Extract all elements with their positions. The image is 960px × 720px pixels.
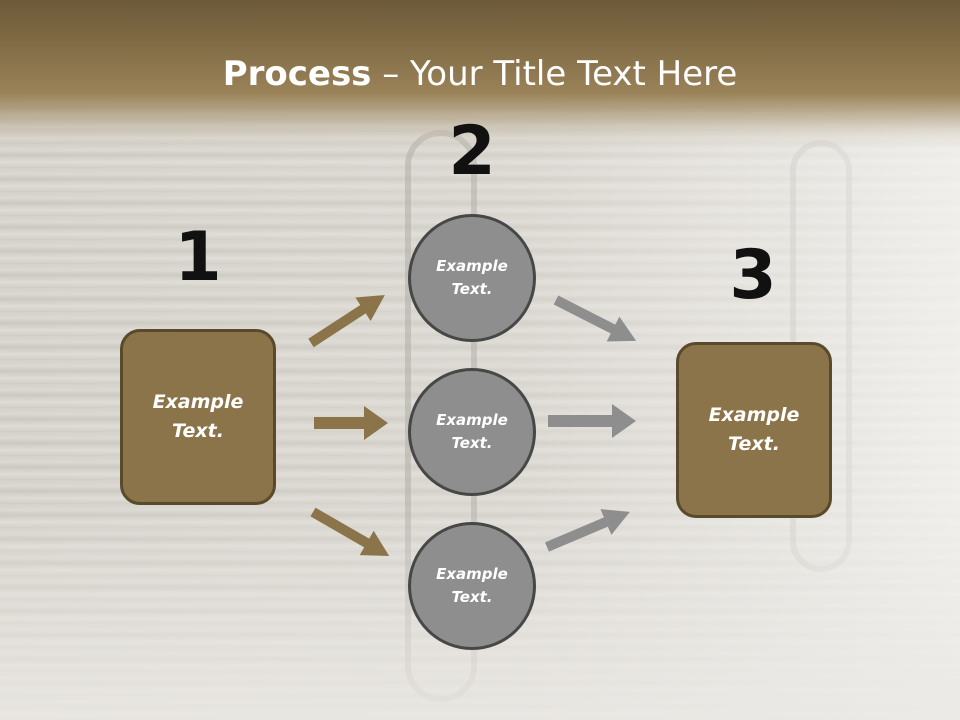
arrow-left-down bbox=[310, 507, 390, 556]
step-number-1: 1 bbox=[174, 218, 222, 297]
title-rest: – Your Title Text Here bbox=[371, 54, 738, 94]
step-3-box-text: Example Text. bbox=[708, 404, 800, 455]
circle-top-text: Example Text. bbox=[436, 257, 508, 298]
step-1-box-text: Example Text. bbox=[152, 391, 244, 442]
arrow-right-down bbox=[545, 509, 630, 552]
step-1-box: Example Text. bbox=[120, 329, 276, 505]
step-2-circle-bottom: Example Text. bbox=[408, 522, 536, 650]
step-3-box: Example Text. bbox=[676, 342, 832, 518]
arrow-right-up bbox=[553, 295, 637, 342]
arrow-left-middle bbox=[314, 406, 388, 440]
slide-title: Process – Your Title Text Here bbox=[0, 52, 960, 96]
header-band bbox=[0, 0, 960, 150]
step-2-circle-top: Example Text. bbox=[408, 214, 536, 342]
arrow-right-middle bbox=[548, 404, 636, 438]
step-2-circle-middle: Example Text. bbox=[408, 368, 536, 496]
arrow-left-up bbox=[308, 295, 385, 348]
circle-middle-text: Example Text. bbox=[436, 411, 508, 452]
step-number-2: 2 bbox=[448, 112, 496, 191]
circle-bottom-text: Example Text. bbox=[436, 565, 508, 606]
step-number-3: 3 bbox=[729, 236, 777, 315]
title-bold: Process bbox=[222, 54, 372, 94]
